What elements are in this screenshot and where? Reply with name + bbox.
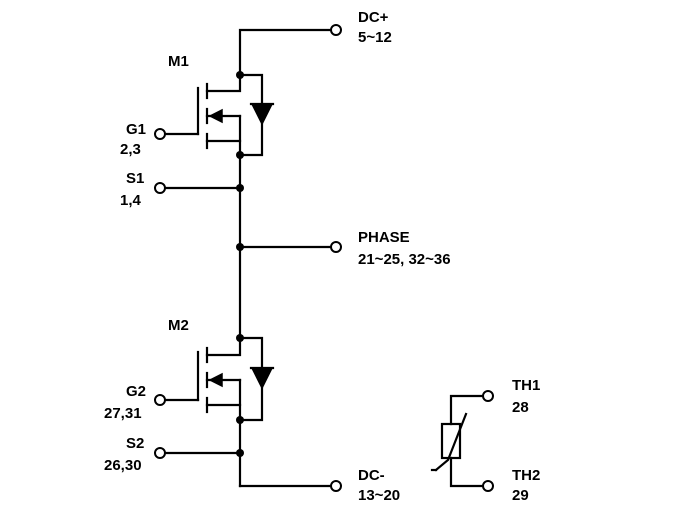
thermistor-symbol bbox=[430, 394, 490, 488]
dc-minus-label: DC- bbox=[358, 467, 385, 484]
m1-label: M1 bbox=[168, 53, 189, 70]
m2-label: M2 bbox=[168, 317, 189, 334]
junction-dot bbox=[236, 416, 244, 424]
s1-pins: 1,4 bbox=[120, 192, 142, 209]
terminal-th2[interactable] bbox=[482, 480, 494, 492]
g1-label: G1 bbox=[126, 121, 146, 138]
terminal-th1[interactable] bbox=[482, 390, 494, 402]
terminal-phase[interactable] bbox=[330, 241, 342, 253]
terminal-dc-plus[interactable] bbox=[330, 24, 342, 36]
junction-dot bbox=[236, 243, 244, 251]
terminal-s2[interactable] bbox=[154, 447, 166, 459]
junction-dot bbox=[236, 71, 244, 79]
junction-dot bbox=[236, 334, 244, 342]
junction-dot bbox=[236, 151, 244, 159]
th2-label: TH2 bbox=[512, 467, 540, 484]
phase-label: PHASE bbox=[358, 229, 410, 246]
phase-pins: 21~25, 32~36 bbox=[358, 251, 451, 268]
mosfet-m2-symbol bbox=[164, 336, 275, 422]
s1-label: S1 bbox=[126, 170, 144, 187]
s2-label: S2 bbox=[126, 435, 144, 452]
dc-plus-pins: 5~12 bbox=[358, 29, 392, 46]
th1-label: TH1 bbox=[512, 377, 540, 394]
junction-dot bbox=[236, 449, 244, 457]
mosfet-m1-symbol bbox=[164, 73, 275, 157]
g2-pins: 27,31 bbox=[104, 405, 142, 422]
junction-dot bbox=[236, 184, 244, 192]
th1-pins: 28 bbox=[512, 399, 529, 416]
s2-pins: 26,30 bbox=[104, 457, 142, 474]
terminal-s1[interactable] bbox=[154, 182, 166, 194]
g1-pins: 2,3 bbox=[120, 141, 141, 158]
dc-plus-label: DC+ bbox=[358, 9, 389, 26]
terminal-g1[interactable] bbox=[154, 128, 166, 140]
main-bus bbox=[238, 28, 338, 488]
th2-pins: 29 bbox=[512, 487, 529, 504]
terminal-dc-minus[interactable] bbox=[330, 480, 342, 492]
dc-minus-pins: 13~20 bbox=[358, 487, 400, 504]
g2-label: G2 bbox=[126, 383, 146, 400]
terminal-g2[interactable] bbox=[154, 394, 166, 406]
